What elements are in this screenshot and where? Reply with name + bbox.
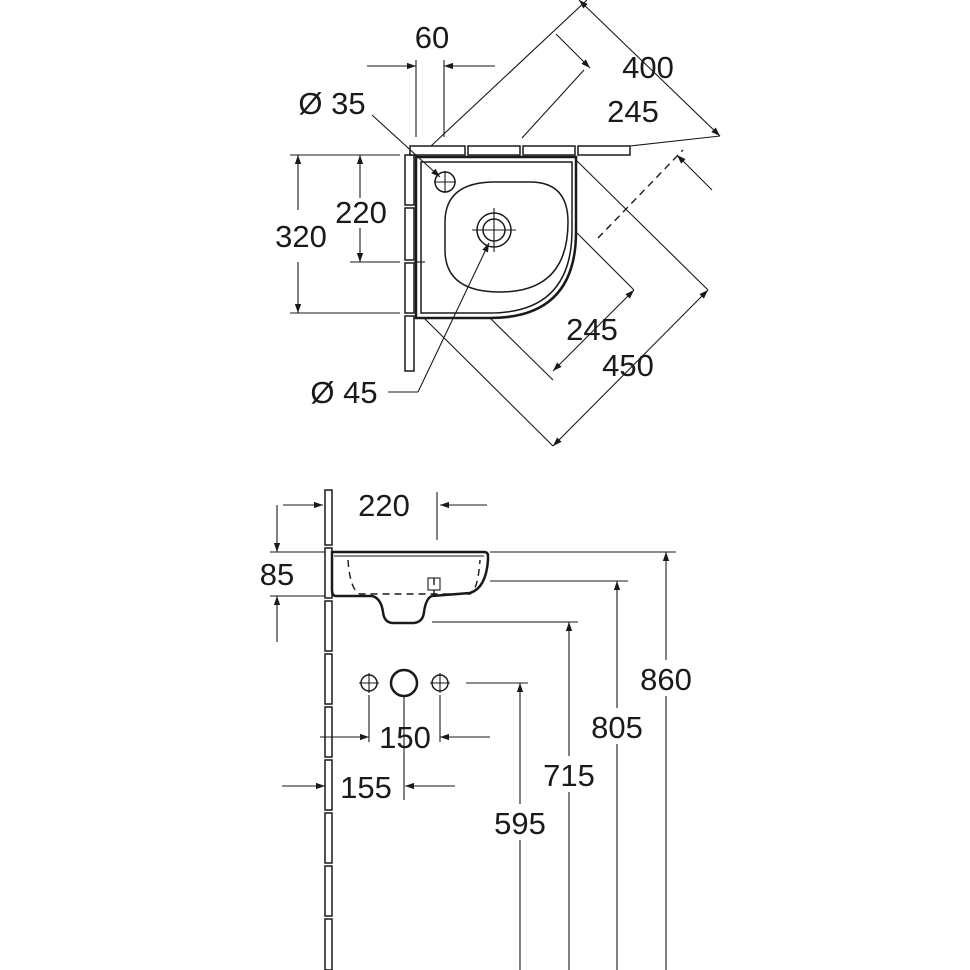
dim-60: 60: [367, 20, 495, 137]
front-view: 220 85 860 805 715: [260, 488, 692, 970]
dim-220-front-label: 220: [358, 488, 410, 523]
dim-450: 450: [423, 159, 709, 447]
dim-320: 320: [275, 154, 400, 314]
dim-595-label: 595: [494, 806, 546, 841]
dim-waste-dia-label: Ø 45: [310, 375, 377, 410]
dim-715: 715: [543, 622, 595, 970]
dim-tap-dia-label: Ø 35: [298, 86, 365, 121]
plan-view: 60 400 245 Ø 35 320: [275, 0, 721, 447]
dim-245-top-label: 245: [607, 94, 659, 129]
dim-220-front: 220: [283, 488, 487, 540]
plan-basin-outline: [414, 155, 578, 320]
dim-waste-dia: Ø 45: [310, 242, 490, 410]
dim-220-plan: 220: [335, 155, 400, 263]
dim-450-label: 450: [602, 348, 654, 383]
dim-tap-dia: Ø 35: [298, 86, 441, 178]
dim-860-label: 860: [640, 662, 692, 697]
dim-245-bottom-label: 245: [566, 312, 618, 347]
dim-155: 155: [282, 696, 455, 805]
dim-860: 860: [640, 552, 692, 970]
dim-400-label: 400: [622, 50, 674, 85]
dim-155-label: 155: [340, 770, 392, 805]
supply-holes: [359, 668, 450, 698]
dim-220-plan-label: 220: [335, 195, 387, 230]
dim-60-label: 60: [415, 20, 449, 55]
dim-805-label: 805: [591, 710, 643, 745]
dim-595: 595: [494, 683, 546, 970]
dim-85-label: 85: [260, 557, 294, 592]
dim-320-label: 320: [275, 219, 327, 254]
front-basin-bowl: [347, 559, 481, 595]
plan-top-wall: [409, 145, 631, 156]
dim-715-label: 715: [543, 758, 595, 793]
tap-hole: [434, 171, 456, 193]
dim-400: 400: [430, 0, 721, 147]
dim-85: 85: [260, 505, 325, 642]
front-wall: [324, 489, 333, 970]
plan-basin-inner-rim: [420, 161, 573, 314]
dim-150: 150: [320, 695, 490, 755]
waste-outlet: [472, 208, 516, 252]
dim-805: 805: [591, 581, 643, 970]
plan-bowl: [444, 181, 569, 293]
dim-150-label: 150: [379, 720, 431, 755]
front-basin-body: [330, 550, 490, 625]
dim-245-top: 245: [521, 33, 713, 239]
plan-left-wall: [404, 154, 415, 372]
